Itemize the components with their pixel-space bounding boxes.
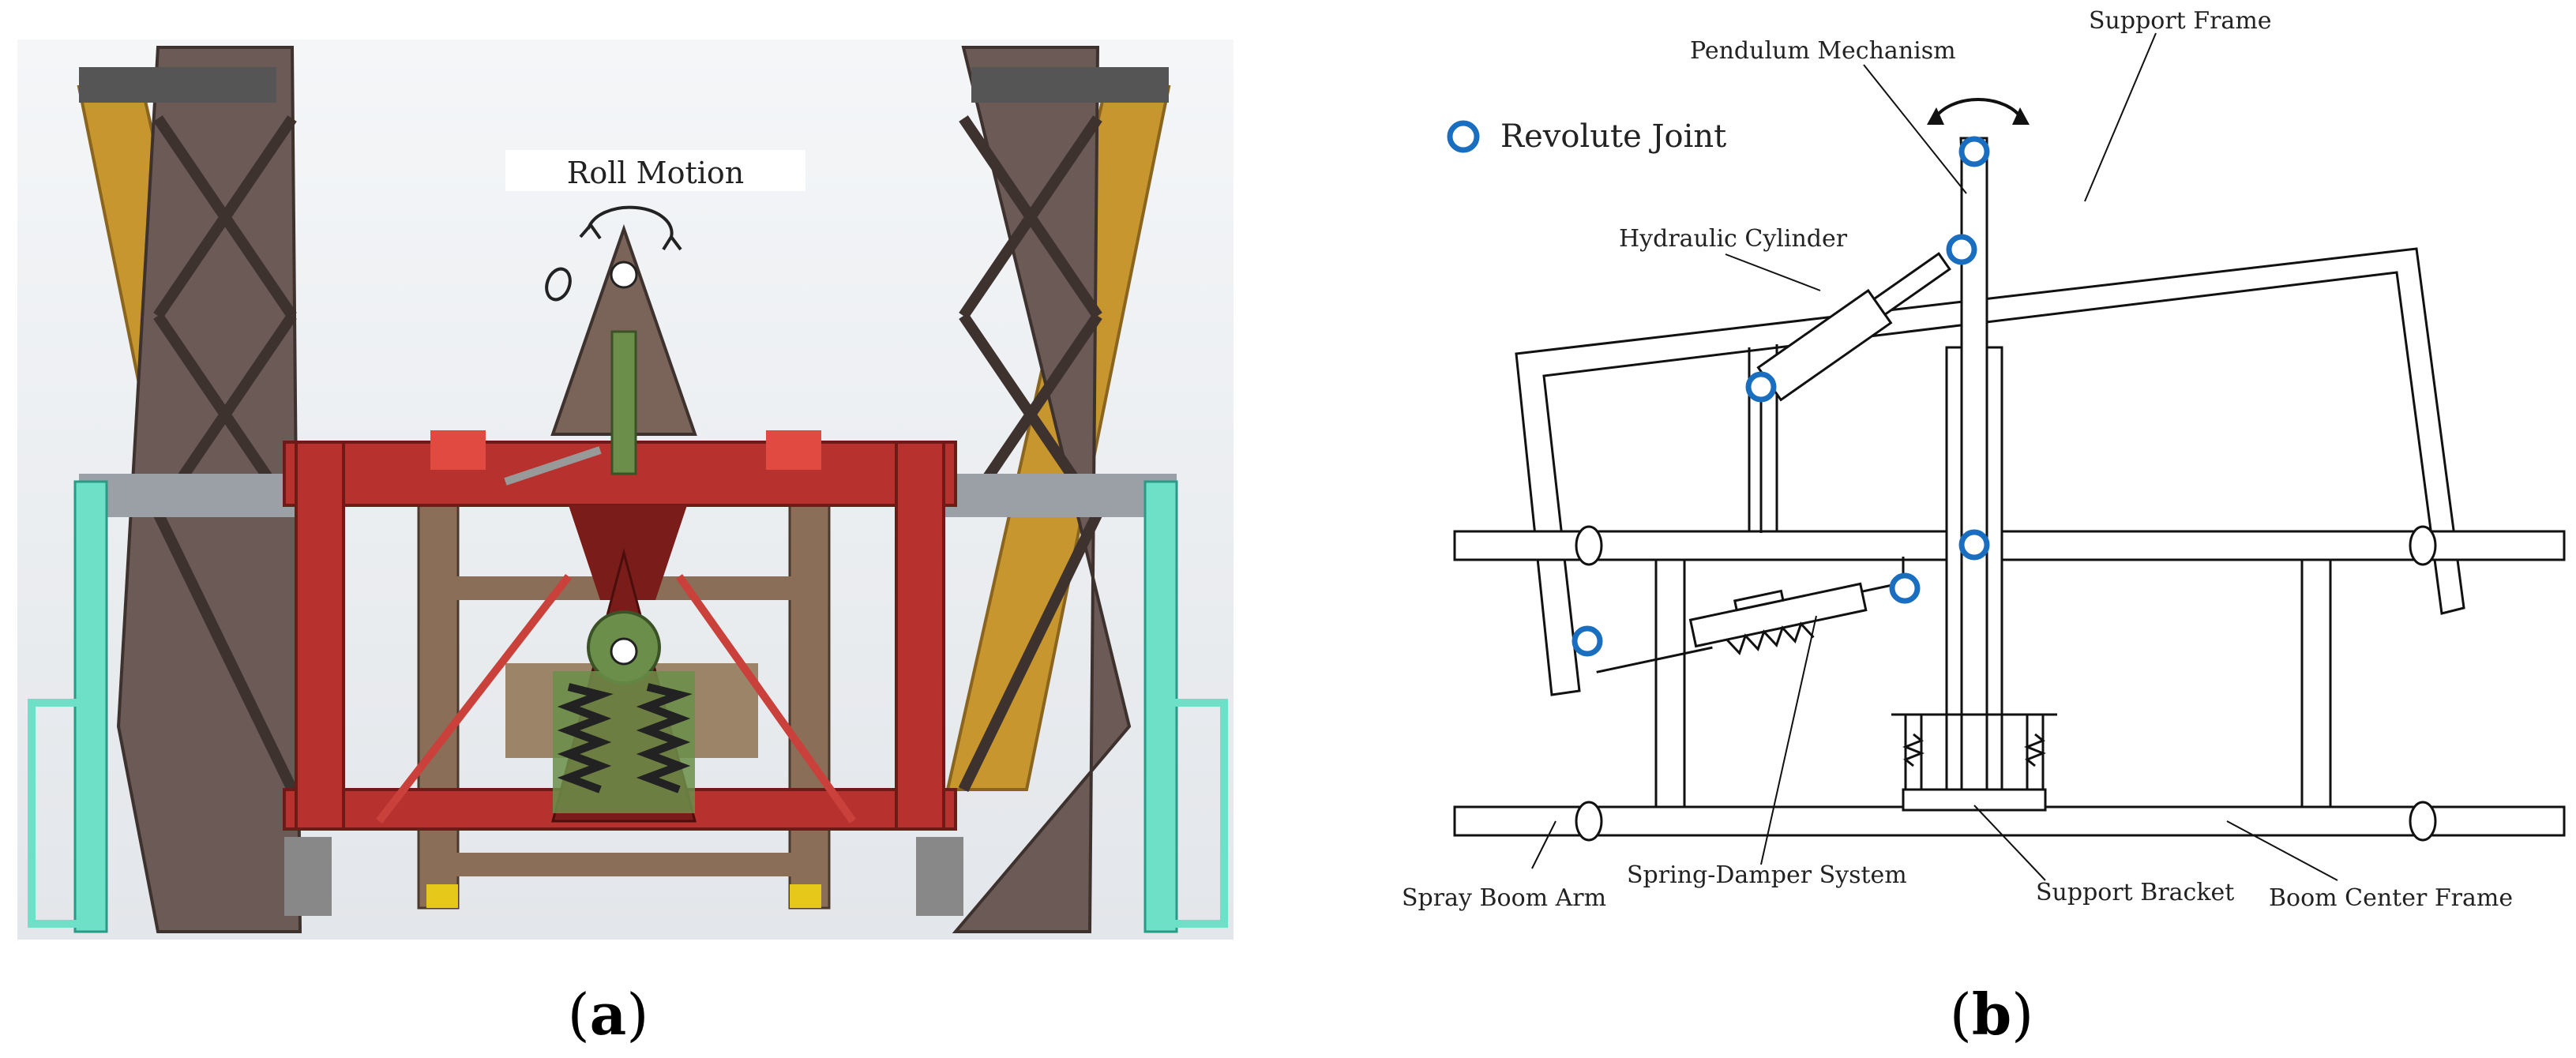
joint-damper-left xyxy=(1572,625,1603,657)
left-post xyxy=(1654,558,1686,809)
roll-arrow-icon xyxy=(579,205,682,251)
label-support-frame: Support Frame xyxy=(2089,7,2272,35)
panel-a-render: Roll Motion xyxy=(17,39,1234,940)
label-support-bracket: Support Bracket xyxy=(2036,879,2234,906)
right-post xyxy=(2300,558,2332,809)
upper-boom-bar xyxy=(1453,525,2566,566)
roll-label-box xyxy=(505,150,805,191)
joint-cylinder-top xyxy=(1946,234,1977,265)
panel-b-schematic: Revolute Joint xyxy=(1402,7,2566,912)
label-spring-damper-system: Spring-Damper System xyxy=(1627,861,1907,889)
label-pendulum-mechanism: Pendulum Mechanism xyxy=(1690,37,1956,65)
right-arm xyxy=(1143,480,1228,933)
joint-center xyxy=(1958,529,1990,561)
left-tower xyxy=(77,46,340,933)
springs xyxy=(557,683,693,794)
legend-label: Revolute Joint xyxy=(1500,118,1726,155)
support-bracket xyxy=(1891,713,2057,812)
pendulum-mechanism xyxy=(1927,97,2030,791)
hydraulic-cylinder xyxy=(1756,252,1951,402)
label-spray-boom-arm: Spray Boom Arm xyxy=(1402,884,1606,912)
joint-damper-right xyxy=(1889,572,1921,604)
pendulum-assembly xyxy=(376,223,857,824)
roll-motion-label: Roll Motion xyxy=(567,156,744,190)
caption-a: (a) xyxy=(568,981,649,1048)
label-boom-center-frame: Boom Center Frame xyxy=(2269,884,2513,912)
joint-cylinder-bottom xyxy=(1745,371,1777,403)
pendulum-pivot-upper xyxy=(610,261,638,289)
right-tower xyxy=(916,46,1177,933)
left-arm xyxy=(28,480,108,933)
caption-b: (b) xyxy=(1950,981,2034,1048)
label-hydraulic-cylinder: Hydraulic Cylinder xyxy=(1619,225,1848,253)
legend-joint-icon xyxy=(1447,120,1480,153)
roll-pivot-symbol xyxy=(545,267,572,302)
joint-top xyxy=(1958,136,1990,167)
spring-damper xyxy=(1596,582,1894,673)
pendulum-pivot-lower xyxy=(610,637,638,666)
